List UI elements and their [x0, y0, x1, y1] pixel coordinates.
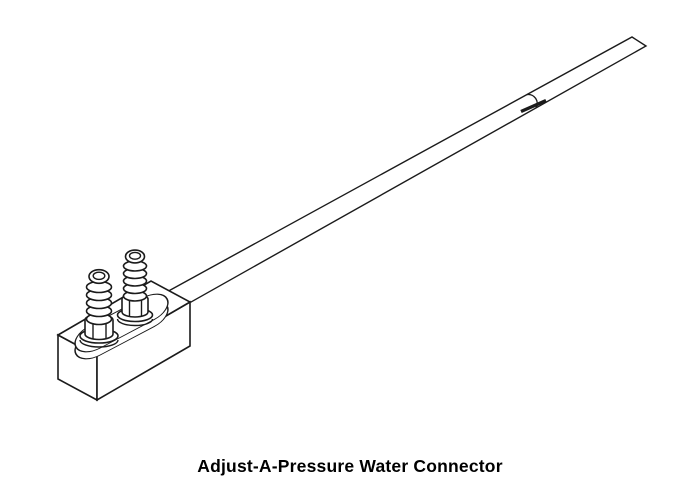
- barb-fitting-rear: [116, 249, 154, 327]
- front-washer-lip: [79, 339, 119, 348]
- front-fitting-bore: [92, 271, 106, 281]
- rear-fitting-bore: [128, 251, 142, 260]
- rear-washer-lip: [116, 318, 154, 327]
- tube-joint-weld-dash: [520, 98, 547, 114]
- barb-fitting-front: [79, 268, 119, 348]
- figure-caption: Adjust-A-Pressure Water Connector: [197, 456, 503, 476]
- front-barb-ridges: [85, 280, 113, 326]
- tube-joint-mark: [520, 93, 547, 114]
- supply-tube: [168, 36, 648, 303]
- rear-barb-ridges: [122, 260, 148, 302]
- supply-tube-outline: [168, 36, 648, 303]
